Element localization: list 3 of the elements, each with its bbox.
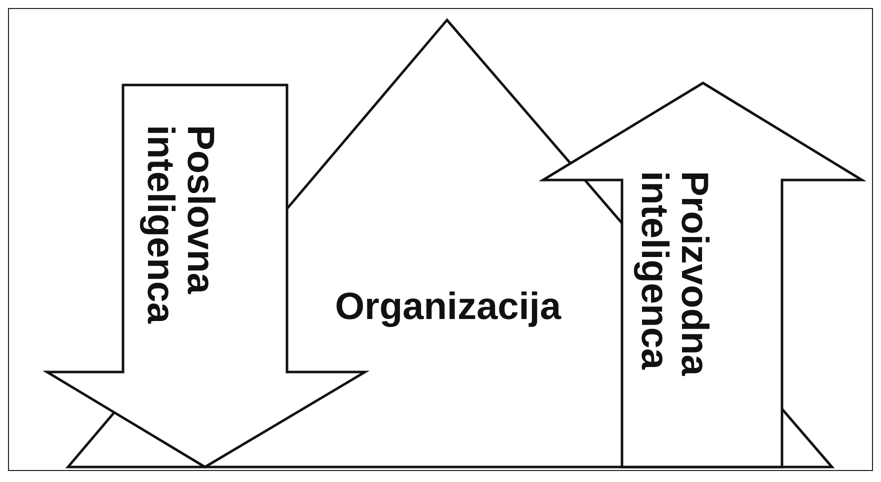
shape-label: Proizvodna inteligenca (633, 171, 713, 378)
shape-label: Poslovna inteligenca (139, 125, 219, 326)
shape-label: Organizacija (334, 288, 562, 328)
